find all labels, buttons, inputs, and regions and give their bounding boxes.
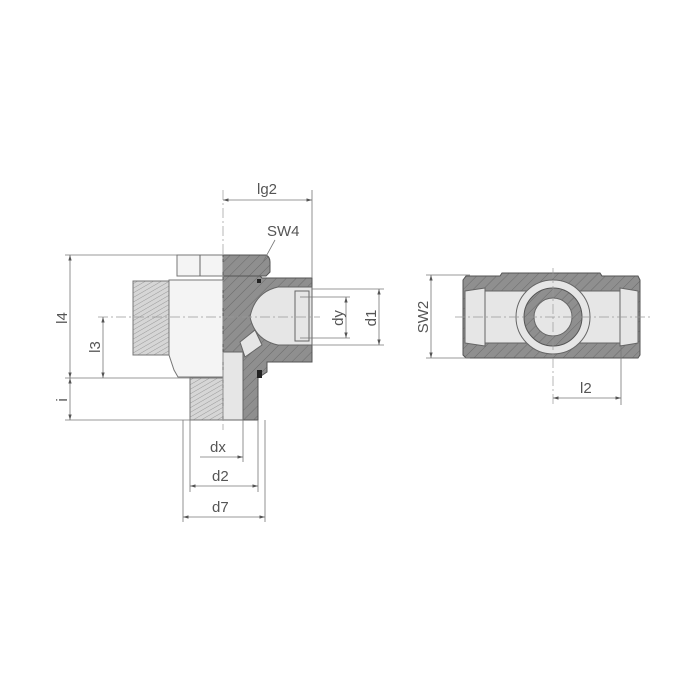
label-dy: dy — [330, 310, 347, 326]
hex-nut-section — [222, 254, 271, 277]
label-l4: l4 — [54, 312, 71, 324]
lower-bore — [222, 351, 244, 421]
label-l3: l3 — [87, 341, 104, 353]
label-dx: dx — [210, 439, 226, 456]
seal-upper — [257, 279, 261, 283]
label-sw2: SW2 — [415, 301, 432, 334]
label-l2: l2 — [580, 380, 592, 397]
label-d2: d2 — [212, 468, 229, 485]
body-exterior — [168, 279, 224, 378]
label-sw4: SW4 — [267, 223, 300, 240]
top-view: SW2 l2 — [415, 268, 650, 405]
leader-sw4 — [262, 239, 276, 263]
label-i: i — [54, 398, 71, 401]
label-d1: d1 — [363, 310, 380, 327]
label-lg2: lg2 — [257, 181, 277, 198]
label-d7: d7 — [212, 499, 229, 516]
side-view: lg2 SW4 l4 l3 i dy d1 dx d2 d7 — [54, 181, 384, 522]
seal-lower — [257, 370, 262, 378]
male-thread-left — [132, 280, 170, 356]
male-thread-bottom — [189, 377, 224, 421]
